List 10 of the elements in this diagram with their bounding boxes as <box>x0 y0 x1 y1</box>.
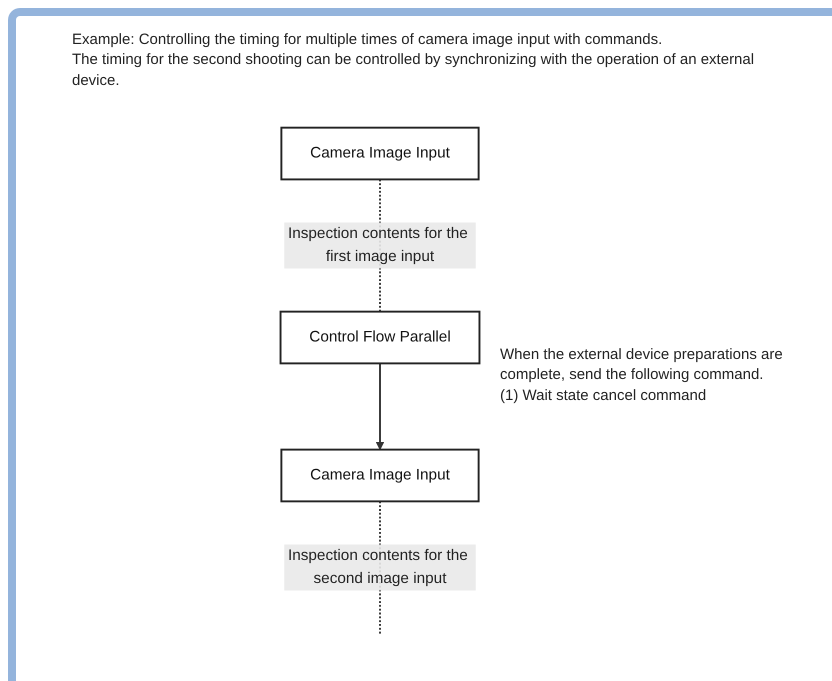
arrow <box>376 363 384 450</box>
note-text: The timing for the second shooting can be controlled by synchronizing with the operation of an external device. <box>72 50 756 90</box>
edge-label: Inspection contents for the second image input <box>288 547 468 587</box>
node-box: Control Flow Parallel <box>280 310 480 364</box>
side-note: When the external device preparations are complete, send the following command. <box>500 345 784 386</box>
node-box: Camera Image Input <box>280 126 480 180</box>
node-box: Camera Image Input <box>280 448 480 502</box>
side-note: (1) Wait state cancel command <box>500 386 708 406</box>
edge-label: Inspection contents for the first image input <box>288 225 468 265</box>
note-text: Example: Controlling the timing for multiple times of camera image input with commands. <box>72 30 664 50</box>
